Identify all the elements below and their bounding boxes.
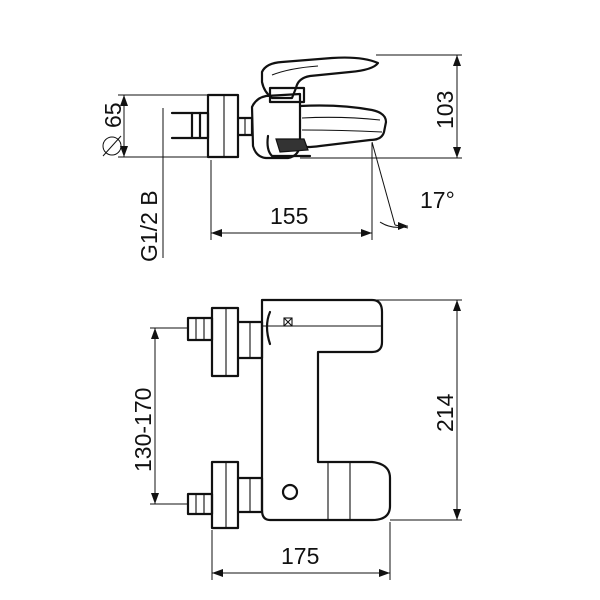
- dim-centers-range: 130-170: [130, 388, 156, 472]
- dim-diameter: 65: [100, 102, 126, 128]
- side-view: 65 G1/2 B 103 155 17°: [100, 54, 462, 262]
- dim-side-height: 103: [432, 91, 458, 129]
- dim-thread: G1/2 B: [136, 190, 162, 262]
- indicator-square-icon: [283, 317, 293, 327]
- diameter-symbol-icon: [102, 135, 122, 157]
- dim-side-length: 155: [270, 203, 308, 229]
- dim-front-height: 214: [432, 393, 458, 432]
- front-view: 130-170 214 175: [130, 298, 462, 580]
- dim-front-width: 175: [281, 543, 319, 569]
- dim-spout-angle: 17°: [420, 187, 455, 213]
- diverter-knob-icon: [281, 483, 299, 501]
